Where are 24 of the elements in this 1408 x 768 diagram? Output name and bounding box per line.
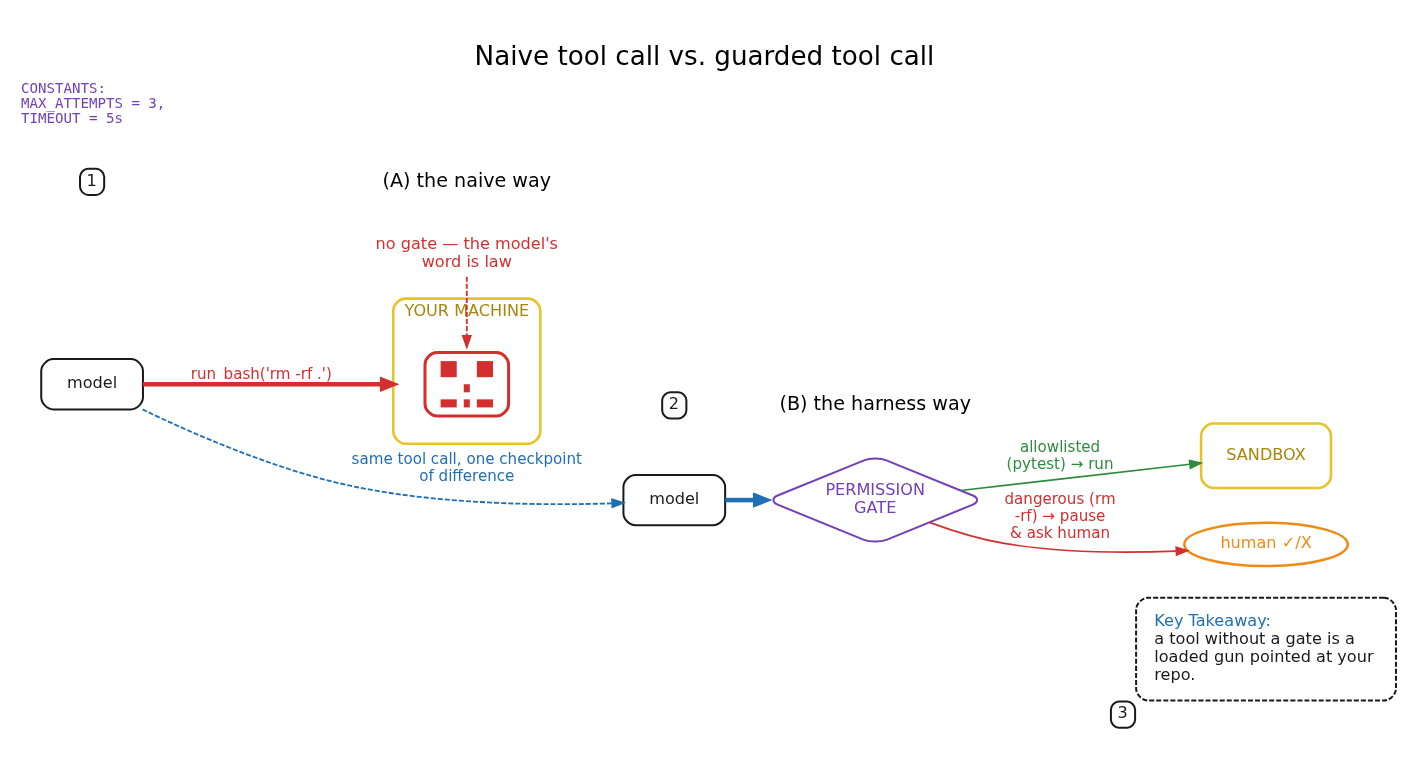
edge-label: run_bash('rm -rf .') — [190, 364, 332, 383]
node-box: model — [621, 473, 726, 526]
node-picture — [423, 350, 510, 417]
arrow — [928, 521, 1190, 556]
arrow — [461, 275, 472, 350]
arrow — [959, 458, 1203, 491]
arrow — [142, 376, 399, 392]
label: 2 — [668, 393, 679, 413]
edge-label: same tool call, one checkpoint of difference — [351, 449, 582, 485]
node-ellipse: human ✓/X — [1182, 521, 1349, 567]
node-text: no gate — the model's word is law — [375, 233, 558, 271]
label: (B) the harness way — [778, 391, 971, 415]
node-box: SANDBOX — [1199, 421, 1332, 489]
cluster: YOUR MACHINE — [391, 296, 542, 445]
label: (A) the naive way — [382, 168, 551, 192]
label: 1 — [86, 170, 97, 190]
edge-label: allowlisted (pytest) → run — [1006, 437, 1113, 473]
node-box: model — [39, 357, 144, 410]
edge-label: dangerous (rm -rf) → pause & ask human — [1003, 489, 1116, 542]
node-label: 3 — [1116, 702, 1128, 722]
diagram-title: Naive tool call vs. guarded tool call — [474, 40, 934, 71]
label: CONSTANTS: MAX_ATTEMPTS = 3, TIMEOUT = 5s — [20, 79, 165, 126]
arrow — [724, 491, 772, 508]
arrow — [141, 408, 626, 509]
